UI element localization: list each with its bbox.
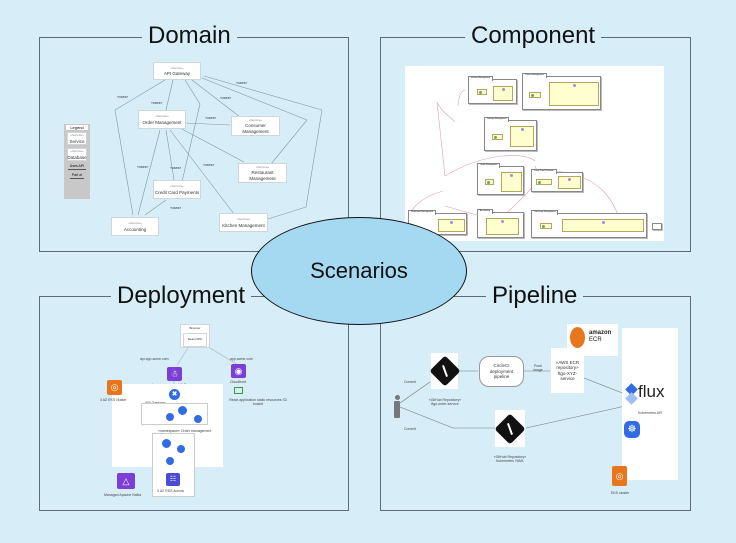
domain-node-kitchen-management: «Service» Kitchen Management xyxy=(219,213,268,232)
flux-icon-light xyxy=(625,392,638,405)
k8s-deploy-icon xyxy=(161,438,172,449)
domain-edge-label: «uses» xyxy=(170,166,182,170)
deployment-browser: Browser React SPA xyxy=(180,324,210,348)
component-package-courier-management: Courier Management xyxy=(522,73,601,110)
rds-aurora-icon: ☷ xyxy=(166,473,180,486)
domain-edge-label: «uses» xyxy=(203,163,215,167)
kubernetes-icon: ☸ xyxy=(624,421,640,438)
deployment-order-mgmt-ns: ☷ 3 AZ RDS Aurora xyxy=(152,433,195,497)
pipeline-circleci: CircleCI deployment pipeline xyxy=(479,356,524,387)
k8s-deploy-icon xyxy=(177,405,188,416)
legend-uses-api-arrow xyxy=(68,169,86,170)
ecr-brand-top: amazon xyxy=(589,330,612,336)
component-package-delivery-management: Delivery Management xyxy=(484,117,537,151)
deployment-eks-label: 3 AZ EKS cluster xyxy=(100,398,127,402)
component-package-credit-card-processor: Credit Card Processor xyxy=(531,169,583,192)
k8s-svc-icon xyxy=(165,456,175,466)
kafka-icon: △ xyxy=(117,473,135,489)
domain-edge-label: «uses» xyxy=(170,206,182,210)
ecr-icon xyxy=(570,327,585,348)
deployment-api-gateway-ns xyxy=(141,403,208,425)
component-package-small xyxy=(652,223,662,230)
scenarios-ellipse: Scenarios xyxy=(251,217,467,325)
deployment-react-spa: React SPA xyxy=(183,332,207,347)
pipeline-title: Pipeline xyxy=(486,282,584,310)
legend-part-of-arrow xyxy=(70,178,84,179)
k8s-pod-icon xyxy=(176,444,186,454)
k8s-ingress-icon: ✖ xyxy=(168,388,181,401)
domain-edge-label: «uses» xyxy=(117,95,129,99)
pipeline-repo-k8s-label: «GitHub Repository» Kubernetes YAML xyxy=(493,455,527,463)
pipeline-push-image-label: Push image xyxy=(533,364,543,372)
domain-node-accounting: «Service» Accounting xyxy=(111,217,159,236)
domain-node-api-gateway: «Service» API Gateway xyxy=(153,62,201,80)
ecr-brand-bottom: ECR xyxy=(589,337,602,343)
pipeline-k8s-api-label: Kubernetes API xyxy=(638,411,663,415)
legend-part-of: Part of xyxy=(71,173,83,177)
pipeline-ecr-repo: «AWS ECR repository» ftgo-XYZ-service xyxy=(551,348,584,393)
domain-title: Domain xyxy=(142,22,237,50)
eks-cluster-icon: ◎ xyxy=(107,380,122,395)
domain-node-consumer-management: «Service» Consumer Management xyxy=(231,116,280,136)
deployment-title: Deployment xyxy=(111,282,252,310)
s3-bucket-icon xyxy=(234,387,243,394)
domain-node-credit-card-payments: «Service» Credit Card Payments xyxy=(153,180,201,199)
domain-edge-label: «uses» xyxy=(220,96,232,100)
pipeline-commit-top: Commit xyxy=(404,380,417,384)
flux-label: flux xyxy=(638,382,665,401)
legend-uses-api: Uses API xyxy=(69,164,85,168)
deployment-rds-label: 3 AZ RDS Aurora xyxy=(157,489,184,493)
deployment-kafka-label: Managed Apache Kafka xyxy=(104,493,142,497)
domain-edge-label: «uses» xyxy=(137,165,149,169)
deployment-cloudfront-label: Cloudfront xyxy=(230,380,247,384)
deployment-order-mgmt-label: «namespace» Order management xyxy=(158,429,212,433)
domain-edge-label: «uses» xyxy=(236,81,248,85)
component-package-consumer-management: Consumer Management xyxy=(531,210,647,238)
component-package-order-management: Order Management xyxy=(477,163,524,195)
scenarios-label: Scenarios xyxy=(310,258,408,283)
cloudfront-icon: ◉ xyxy=(231,364,246,378)
pipeline-commit-bottom: Commit xyxy=(404,427,417,431)
k8s-svc-icon xyxy=(193,414,203,424)
legend-service: «Service» Service xyxy=(67,132,87,145)
deployment-s3-label: React application static resources S3 bu… xyxy=(229,398,287,406)
git-repo-source-icon xyxy=(428,353,461,389)
alb-icon: ☃ xyxy=(167,367,182,381)
component-package-kitchen-management: Kitchen Management xyxy=(468,76,517,104)
domain-node-order-management: «Service» Order Management xyxy=(138,110,186,129)
git-repo-k8s-icon xyxy=(494,410,526,447)
deployment-api-domain: api.app.acme.com xyxy=(140,357,169,361)
pipeline-k8s-cluster: flux Kubernetes API ☸ xyxy=(622,328,678,480)
domain-node-restaurant-management: «Service» Restaurant Management xyxy=(238,163,287,183)
component-title: Component xyxy=(465,22,602,50)
pipeline-eks-label: EKS cluster xyxy=(611,491,630,495)
domain-legend: Legend «Service» Service «Service» Datab… xyxy=(64,124,90,199)
domain-edge-label: «uses» xyxy=(205,116,217,120)
legend-database: «Service» Database xyxy=(67,148,87,161)
developer-icon xyxy=(394,395,400,419)
component-package-accounting: Accounting xyxy=(477,209,524,238)
pipeline-repo-source-label: «GitHub Repository» ftgo-order-service xyxy=(428,398,462,406)
legend-title: Legend xyxy=(66,125,88,130)
eks-cluster-icon: ◎ xyxy=(612,466,627,486)
domain-edge-label: «uses» xyxy=(151,101,163,105)
deployment-app-domain: app.acme.com xyxy=(230,357,253,361)
k8s-pod-icon xyxy=(165,412,175,422)
